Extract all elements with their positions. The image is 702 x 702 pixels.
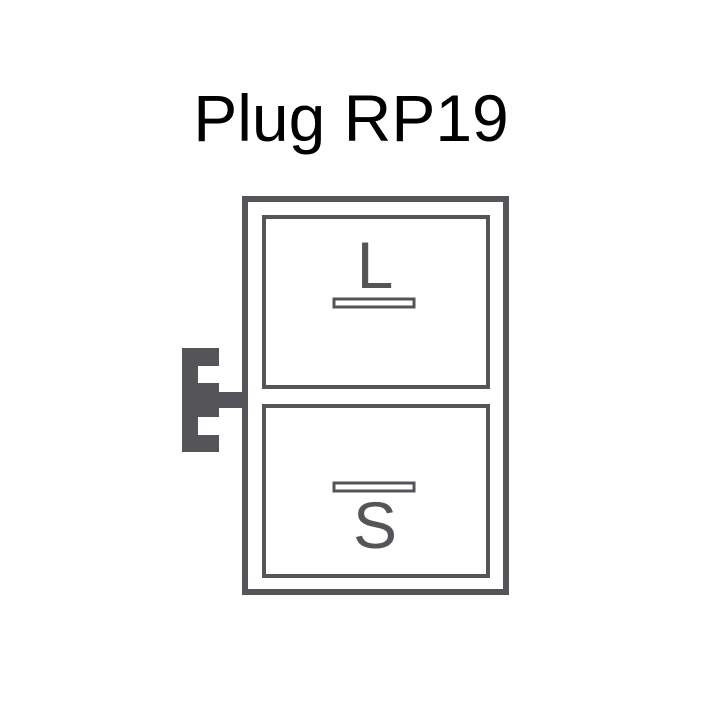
pin-cavity-lower: [262, 404, 490, 578]
pin-cavity-upper: [262, 215, 490, 389]
diagram-title: Plug RP19: [193, 81, 509, 155]
pin-bar-l: [332, 297, 416, 309]
pin-bar-s: [332, 481, 416, 493]
pin-label-l: L: [357, 228, 394, 302]
pin-label-s: S: [353, 488, 397, 562]
locking-latch: [182, 348, 245, 452]
